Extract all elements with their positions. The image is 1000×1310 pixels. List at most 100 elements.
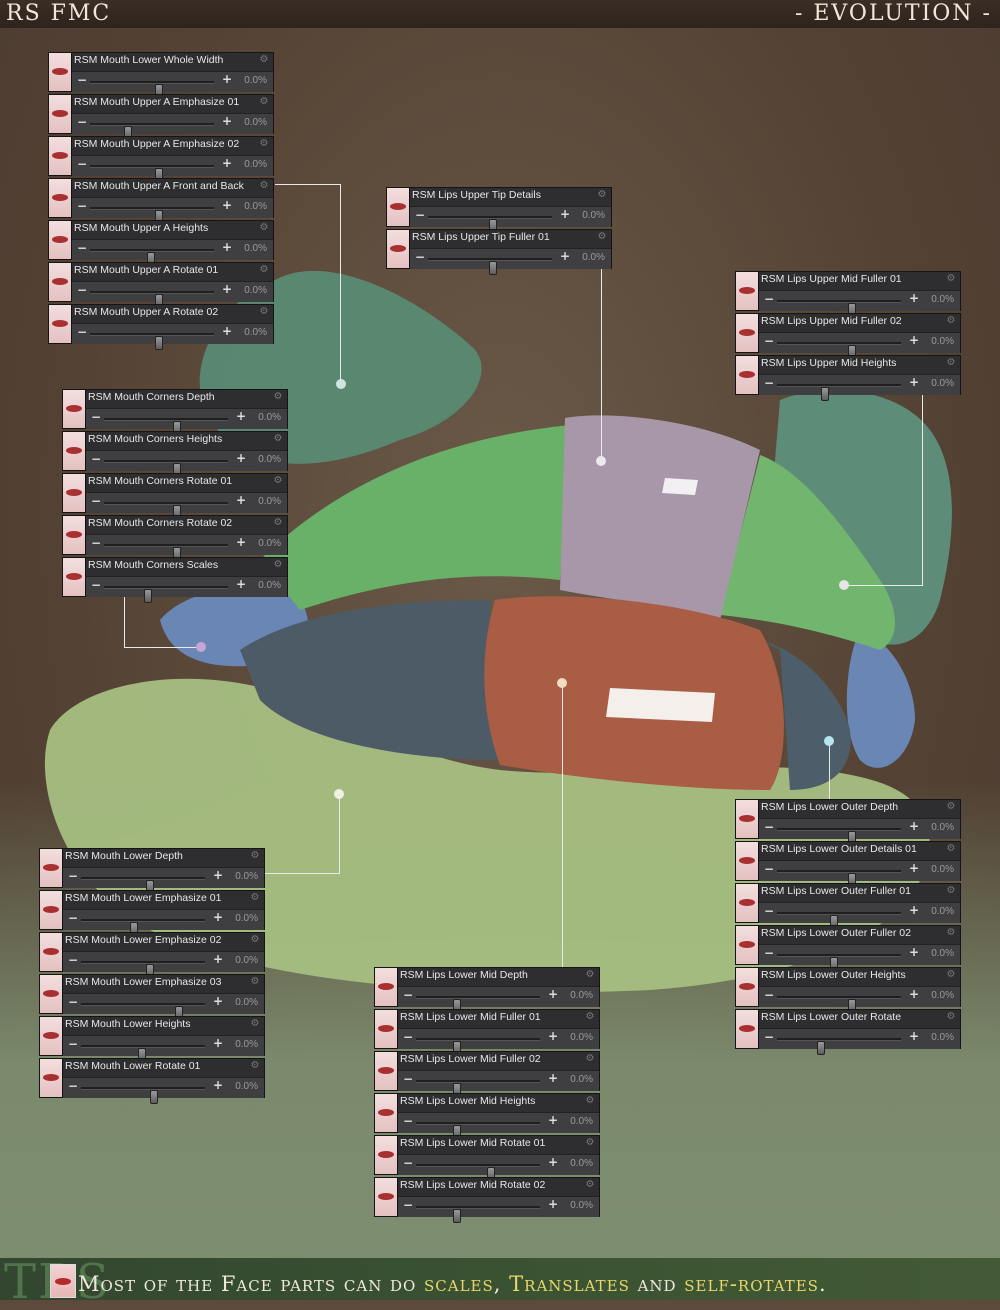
plus-icon[interactable]: +: [236, 451, 247, 465]
gear-icon[interactable]: ⚙: [585, 1179, 595, 1190]
gear-icon[interactable]: ⚙: [946, 843, 956, 854]
plus-icon[interactable]: +: [222, 198, 233, 212]
plus-icon[interactable]: +: [560, 249, 571, 263]
plus-icon[interactable]: +: [560, 207, 571, 221]
slider-row[interactable]: RSM Mouth Corners Heights⚙−+0.0%: [62, 431, 288, 477]
slider-row[interactable]: RSM Lips Lower Outer Details 01⚙−+0.0%: [735, 841, 961, 887]
minus-icon[interactable]: −: [77, 73, 88, 87]
slider-track[interactable]: [90, 249, 214, 266]
slider-track[interactable]: [104, 418, 228, 435]
gear-icon[interactable]: ⚙: [250, 934, 260, 945]
slider-track[interactable]: [104, 544, 228, 561]
slider-row[interactable]: RSM Mouth Upper A Emphasize 02⚙−+0.0%: [48, 136, 274, 182]
slider-row[interactable]: RSM Mouth Lower Emphasize 01⚙−+0.0%: [39, 890, 265, 936]
slider-row[interactable]: RSM Mouth Lower Rotate 01⚙−+0.0%: [39, 1058, 265, 1104]
minus-icon[interactable]: −: [764, 820, 775, 834]
gear-icon[interactable]: ⚙: [250, 1018, 260, 1029]
plus-icon[interactable]: +: [222, 156, 233, 170]
slider-row[interactable]: RSM Lips Lower Mid Rotate 02⚙−+0.0%: [374, 1177, 600, 1223]
minus-icon[interactable]: −: [68, 953, 79, 967]
slider-row[interactable]: RSM Lips Lower Outer Fuller 02⚙−+0.0%: [735, 925, 961, 971]
slider-row[interactable]: RSM Lips Lower Mid Depth⚙−+0.0%: [374, 967, 600, 1013]
slider-track[interactable]: [777, 912, 901, 929]
minus-icon[interactable]: −: [77, 325, 88, 339]
slider-handle[interactable]: [489, 261, 498, 275]
minus-icon[interactable]: −: [77, 241, 88, 255]
slider-track[interactable]: [81, 1003, 205, 1020]
minus-icon[interactable]: −: [77, 283, 88, 297]
slider-track[interactable]: [416, 1038, 540, 1055]
slider-track[interactable]: [428, 258, 552, 275]
slider-track[interactable]: [416, 1080, 540, 1097]
slider-track[interactable]: [104, 586, 228, 603]
plus-icon[interactable]: +: [213, 952, 224, 966]
gear-icon[interactable]: ⚙: [259, 222, 269, 233]
plus-icon[interactable]: +: [222, 240, 233, 254]
slider-track[interactable]: [777, 828, 901, 845]
minus-icon[interactable]: −: [91, 536, 102, 550]
plus-icon[interactable]: +: [548, 1155, 559, 1169]
minus-icon[interactable]: −: [764, 376, 775, 390]
gear-icon[interactable]: ⚙: [273, 433, 283, 444]
slider-row[interactable]: RSM Lips Lower Mid Fuller 01⚙−+0.0%: [374, 1009, 600, 1055]
slider-row[interactable]: RSM Mouth Corners Depth⚙−+0.0%: [62, 389, 288, 435]
gear-icon[interactable]: ⚙: [259, 180, 269, 191]
slider-handle[interactable]: [144, 589, 153, 603]
minus-icon[interactable]: −: [403, 1198, 414, 1212]
slider-handle[interactable]: [149, 1090, 158, 1104]
slider-row[interactable]: RSM Lips Upper Tip Details⚙−+0.0%: [386, 187, 612, 233]
slider-track[interactable]: [81, 919, 205, 936]
slider-track[interactable]: [90, 207, 214, 224]
slider-row[interactable]: RSM Mouth Corners Rotate 02⚙−+0.0%: [62, 515, 288, 561]
slider-handle[interactable]: [821, 387, 830, 401]
slider-handle[interactable]: [452, 1209, 461, 1223]
gear-icon[interactable]: ⚙: [597, 189, 607, 200]
minus-icon[interactable]: −: [91, 578, 102, 592]
slider-row[interactable]: RSM Mouth Lower Emphasize 03⚙−+0.0%: [39, 974, 265, 1020]
plus-icon[interactable]: +: [236, 535, 247, 549]
plus-icon[interactable]: +: [909, 1029, 920, 1043]
gear-icon[interactable]: ⚙: [273, 391, 283, 402]
slider-track[interactable]: [777, 954, 901, 971]
slider-handle[interactable]: [817, 1041, 826, 1055]
slider-handle[interactable]: [155, 336, 164, 350]
slider-track[interactable]: [81, 1045, 205, 1062]
slider-track[interactable]: [104, 502, 228, 519]
gear-icon[interactable]: ⚙: [946, 927, 956, 938]
plus-icon[interactable]: +: [909, 945, 920, 959]
gear-icon[interactable]: ⚙: [585, 1053, 595, 1064]
gear-icon[interactable]: ⚙: [585, 1137, 595, 1148]
slider-row[interactable]: RSM Mouth Upper A Emphasize 01⚙−+0.0%: [48, 94, 274, 140]
gear-icon[interactable]: ⚙: [250, 892, 260, 903]
plus-icon[interactable]: +: [213, 910, 224, 924]
minus-icon[interactable]: −: [68, 1037, 79, 1051]
gear-icon[interactable]: ⚙: [259, 96, 269, 107]
slider-track[interactable]: [416, 1122, 540, 1139]
slider-track[interactable]: [81, 961, 205, 978]
minus-icon[interactable]: −: [415, 208, 426, 222]
gear-icon[interactable]: ⚙: [273, 475, 283, 486]
minus-icon[interactable]: −: [91, 410, 102, 424]
plus-icon[interactable]: +: [909, 903, 920, 917]
slider-row[interactable]: RSM Lips Lower Outer Heights⚙−+0.0%: [735, 967, 961, 1013]
gear-icon[interactable]: ⚙: [946, 1011, 956, 1022]
minus-icon[interactable]: −: [68, 869, 79, 883]
slider-row[interactable]: RSM Lips Lower Outer Fuller 01⚙−+0.0%: [735, 883, 961, 929]
gear-icon[interactable]: ⚙: [273, 559, 283, 570]
slider-row[interactable]: RSM Mouth Upper A Heights⚙−+0.0%: [48, 220, 274, 266]
slider-track[interactable]: [104, 460, 228, 477]
minus-icon[interactable]: −: [764, 292, 775, 306]
plus-icon[interactable]: +: [548, 987, 559, 1001]
minus-icon[interactable]: −: [77, 115, 88, 129]
gear-icon[interactable]: ⚙: [946, 315, 956, 326]
slider-row[interactable]: RSM Mouth Upper A Rotate 01⚙−+0.0%: [48, 262, 274, 308]
slider-row[interactable]: RSM Mouth Corners Rotate 01⚙−+0.0%: [62, 473, 288, 519]
slider-row[interactable]: RSM Mouth Lower Heights⚙−+0.0%: [39, 1016, 265, 1062]
plus-icon[interactable]: +: [213, 994, 224, 1008]
minus-icon[interactable]: −: [91, 494, 102, 508]
gear-icon[interactable]: ⚙: [259, 54, 269, 65]
plus-icon[interactable]: +: [548, 1113, 559, 1127]
slider-track[interactable]: [777, 996, 901, 1013]
plus-icon[interactable]: +: [548, 1029, 559, 1043]
minus-icon[interactable]: −: [68, 995, 79, 1009]
